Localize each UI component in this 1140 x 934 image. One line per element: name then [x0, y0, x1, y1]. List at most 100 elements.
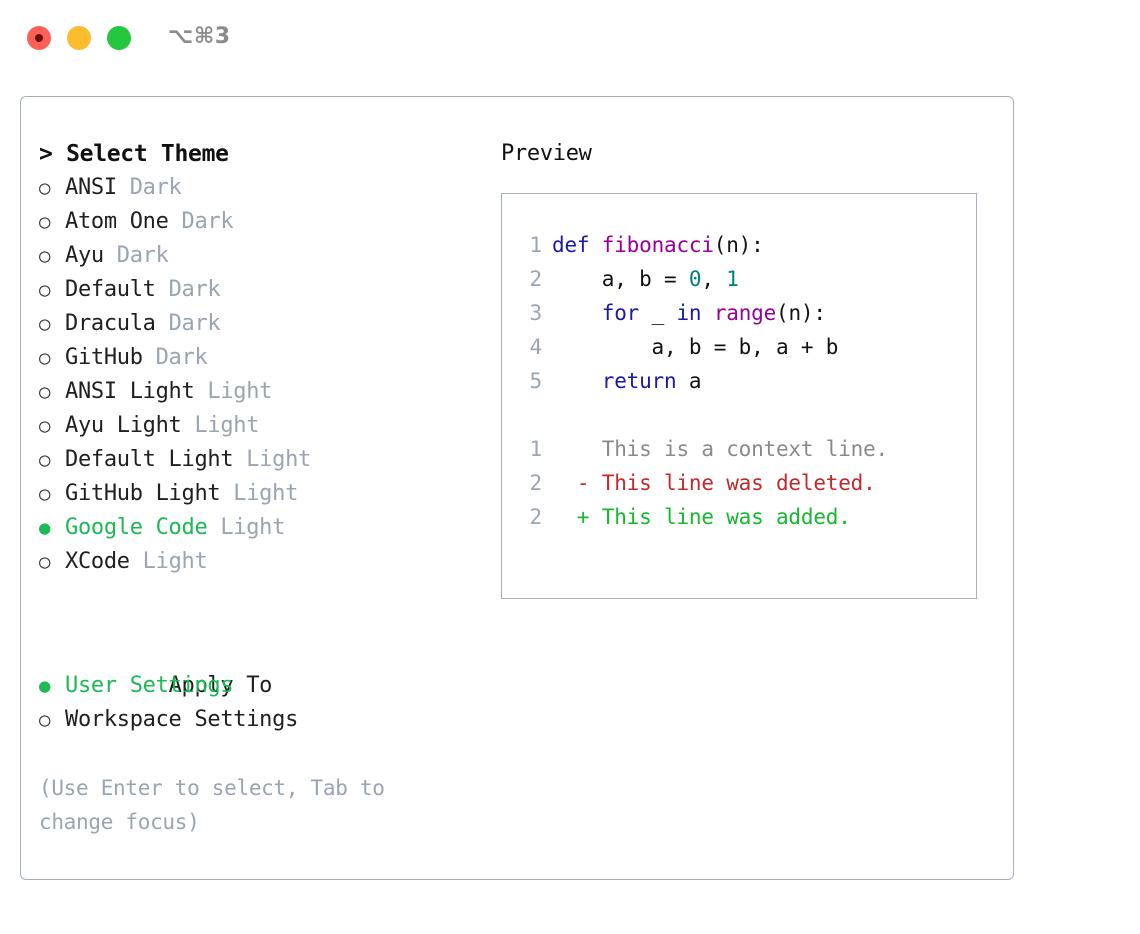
theme-variant-tag: Light	[207, 515, 286, 540]
close-button[interactable]	[27, 26, 51, 50]
theme-option-label: Dracula	[65, 311, 156, 336]
theme-variant-tag: Light	[181, 413, 260, 438]
theme-option-label: XCode	[65, 549, 130, 574]
title-bar: ⌥⌘3	[0, 0, 1140, 78]
minimize-button[interactable]	[67, 26, 91, 50]
diff-sign	[552, 437, 602, 461]
code-token: fibonacci	[601, 233, 714, 257]
theme-option-label: Google Code	[65, 515, 208, 540]
code-token: a	[676, 369, 702, 393]
diff-text: This line was added.	[601, 505, 851, 529]
radio-unselected-icon: ○	[39, 279, 51, 301]
theme-option-label: Default	[65, 277, 156, 302]
theme-option-atom-one[interactable]: ○Atom One Dark	[39, 205, 479, 239]
radio-unselected-icon: ○	[39, 381, 51, 403]
theme-option-google-code[interactable]: ● Google Code Light	[39, 511, 479, 545]
theme-option-label: Atom One	[65, 209, 169, 234]
theme-option-default-light[interactable]: ○Default Light Light	[39, 443, 479, 477]
theme-variant-tag: Dark	[155, 277, 221, 302]
line-number: 4	[529, 335, 543, 359]
line-number: 2	[529, 505, 543, 529]
code-token: (n):	[776, 301, 826, 325]
code-line: 2 a, b = 0, 1	[502, 262, 976, 296]
radio-unselected-icon: ○	[39, 709, 51, 731]
theme-picker-column: > Select Theme ○ANSI Dark○Atom One Dark○…	[39, 137, 479, 839]
diff-line-text: + This line was added.	[552, 505, 851, 529]
code-token: def	[552, 233, 590, 257]
theme-option-label: ANSI Light	[65, 379, 195, 404]
code-token: 1	[726, 267, 739, 291]
code-token: (n):	[713, 233, 764, 257]
zoom-button[interactable]	[107, 26, 131, 50]
theme-option-label: Ayu Light	[65, 413, 182, 438]
theme-option-ansi[interactable]: ○ANSI Dark	[39, 171, 479, 205]
keyboard-hint-text: (Use Enter to select, Tab to change focu…	[39, 776, 385, 834]
code-token: for	[601, 301, 640, 325]
theme-option-label: Default Light	[65, 447, 234, 472]
line-number: 1	[529, 437, 543, 461]
theme-variant-tag: Light	[220, 481, 299, 506]
line-number: 5	[529, 369, 543, 393]
theme-option-ansi-light[interactable]: ○ ANSI Light Light	[39, 375, 479, 409]
diff-sign: +	[552, 505, 602, 529]
theme-option-ayu-light[interactable]: ○ Ayu Light Light	[39, 409, 479, 443]
code-token: ,	[701, 267, 727, 291]
keyboard-shortcut-label: ⌥⌘3	[168, 24, 231, 49]
line-number: 1	[529, 233, 543, 257]
diff-line-text: - This line was deleted.	[552, 471, 876, 495]
code-token: a, b = b, a + b	[552, 335, 839, 359]
preview-heading: Preview	[501, 141, 592, 166]
line-number: 2	[529, 267, 543, 291]
theme-option-github-light[interactable]: ○GitHub Light Light	[39, 477, 479, 511]
radio-unselected-icon: ○	[39, 177, 51, 199]
theme-option-github[interactable]: ○ GitHub Dark	[39, 341, 479, 375]
theme-variant-tag: Dark	[103, 243, 169, 268]
diff-line-ctx: 1 This is a context line.	[502, 432, 976, 466]
code-line: 4 a, b = b, a + b	[502, 330, 976, 364]
radio-unselected-icon: ○	[39, 483, 51, 505]
diff-preview: 1 This is a context line. 2 - This line w…	[502, 432, 976, 534]
radio-selected-icon: ●	[39, 517, 51, 539]
code-token: return	[601, 369, 677, 393]
main-panel: > Select Theme ○ANSI Dark○Atom One Dark○…	[20, 96, 1014, 880]
code-line: 1 def fibonacci(n):	[502, 228, 976, 262]
theme-option-label: Ayu	[65, 243, 104, 268]
code-token: a, b =	[552, 267, 689, 291]
diff-line-add: 2 + This line was added.	[502, 500, 976, 534]
radio-unselected-icon: ○	[39, 449, 51, 471]
code-token: range	[713, 301, 777, 325]
apply-to-list: ●User Settings ○ Workspace Settings	[39, 669, 479, 737]
theme-variant-tag: Dark	[155, 311, 221, 336]
radio-unselected-icon: ○	[39, 245, 51, 267]
apply-to-option-label: Workspace Settings	[65, 707, 299, 732]
code-token	[552, 301, 602, 325]
theme-option-default[interactable]: ○ Default Dark	[39, 273, 479, 307]
theme-option-xcode[interactable]: ○ XCode Light	[39, 545, 479, 579]
line-number: 3	[529, 301, 543, 325]
code-token	[701, 301, 713, 325]
apply-to-option-label: User Settings	[65, 673, 234, 698]
code-token	[552, 369, 602, 393]
radio-unselected-icon: ○	[39, 415, 51, 437]
theme-variant-tag: Dark	[168, 209, 234, 234]
apply-to-option-user-settings[interactable]: ●User Settings	[39, 669, 479, 703]
radio-unselected-icon: ○	[39, 551, 51, 573]
theme-option-dracula[interactable]: ○Dracula Dark	[39, 307, 479, 341]
apply-to-heading: Apply To	[39, 635, 479, 698]
code-line: 5 return a	[502, 364, 976, 398]
code-token	[589, 233, 601, 257]
radio-unselected-icon: ○	[39, 347, 51, 369]
theme-variant-tag: Dark	[142, 345, 208, 370]
theme-variant-tag: Light	[194, 379, 273, 404]
diff-text: This line was deleted.	[601, 471, 876, 495]
apply-to-option-workspace-settings[interactable]: ○ Workspace Settings	[39, 703, 479, 737]
list-spacer	[39, 579, 479, 635]
theme-option-ayu[interactable]: ○ Ayu Dark	[39, 239, 479, 273]
select-theme-heading: > Select Theme	[39, 141, 229, 167]
code-token: _	[639, 301, 677, 325]
theme-option-label: GitHub	[65, 345, 143, 370]
code-token: 0	[688, 267, 702, 291]
theme-variant-tag: Light	[129, 549, 208, 574]
